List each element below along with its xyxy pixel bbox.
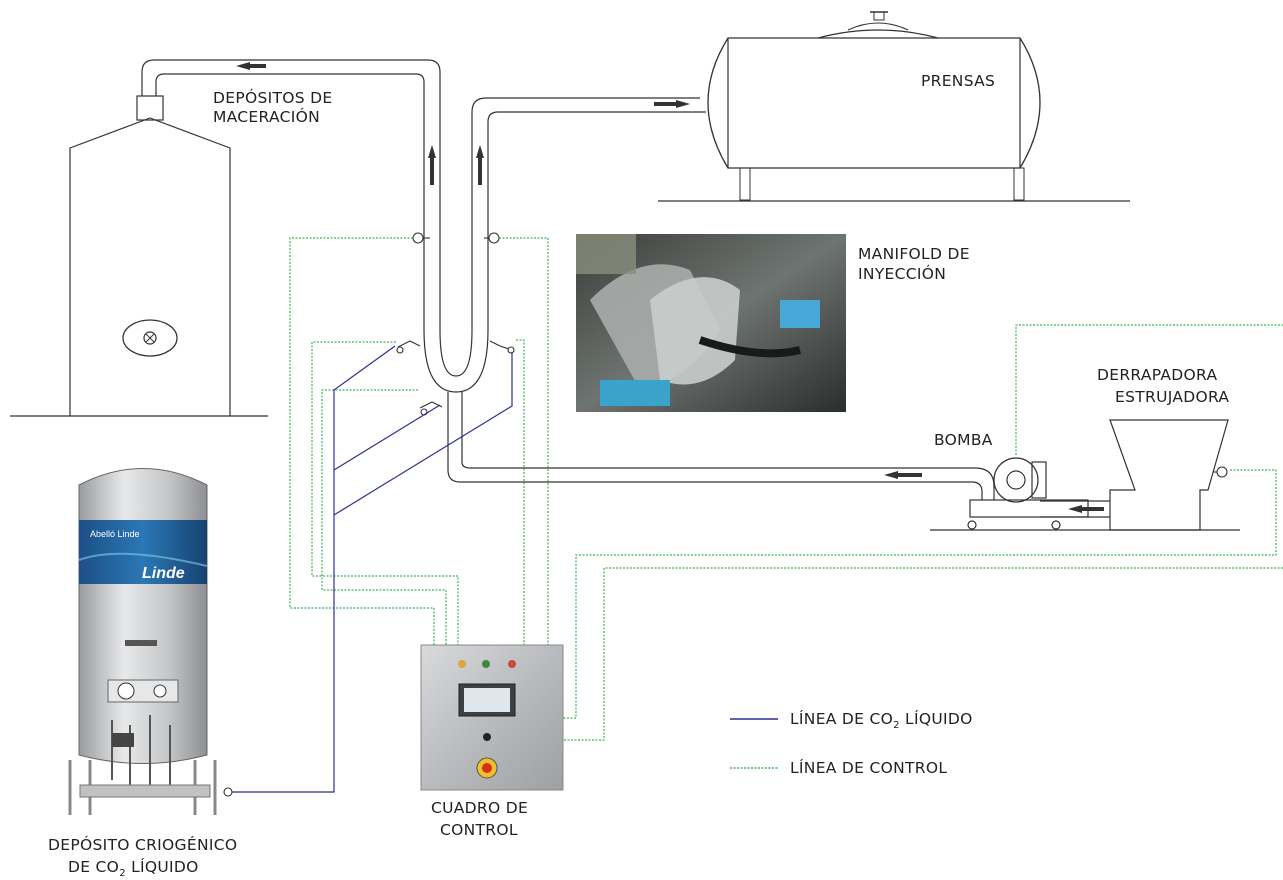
manhole-icon [123, 320, 177, 356]
cryo-tank-label-1: DEPÓSITO CRIOGÉNICO [48, 835, 237, 854]
tank-brand-small: Abelló Linde [90, 529, 140, 539]
legend-co2-label: LÍNEA DE CO2 LÍQUIDO [790, 709, 973, 731]
cryo-tank-label-2-sub: 2 [119, 868, 126, 879]
legend-co2-prefix: LÍNEA DE CO [790, 709, 893, 728]
manifold-photo [576, 234, 846, 412]
tank-brand-logo: Linde [142, 565, 185, 582]
legend-control-label: LÍNEA DE CONTROL [790, 758, 947, 777]
manifold-label-2: INYECCIÓN [858, 264, 946, 283]
pump-label: BOMBA [934, 431, 993, 449]
maceration-label-2: MACERACIÓN [213, 107, 320, 126]
control-panel-label-2: CONTROL [440, 821, 518, 839]
control-panel [421, 645, 563, 790]
destemmer-crusher [1110, 420, 1228, 530]
manifold-label-1: MANIFOLD DE [858, 245, 970, 263]
pump [930, 458, 1240, 530]
cryo-tank-label-2: DE CO2 LÍQUIDO [68, 857, 199, 879]
destemmer-label-2: ESTRUJADORA [1115, 388, 1229, 406]
destemmer-label-1: DERRAPADORA [1097, 366, 1217, 384]
legend-co2-sub: 2 [893, 720, 900, 731]
presses-label: PRENSAS [921, 72, 995, 90]
presses-tank [658, 12, 1130, 201]
cryogenic-tank: Abelló Linde Linde [70, 469, 215, 816]
maceration-tank [10, 96, 268, 416]
control-panel-label-1: CUADRO DE [431, 799, 528, 817]
legend-co2-suffix: LÍQUIDO [900, 709, 973, 728]
legend: LÍNEA DE CO2 LÍQUIDO LÍNEA DE CONTROL [730, 709, 973, 777]
maceration-label-1: DEPÓSITOS DE [213, 88, 332, 107]
cryo-tank-label-2-prefix: DE CO [68, 858, 119, 876]
cryo-tank-label-2-suffix: LÍQUIDO [126, 857, 199, 876]
